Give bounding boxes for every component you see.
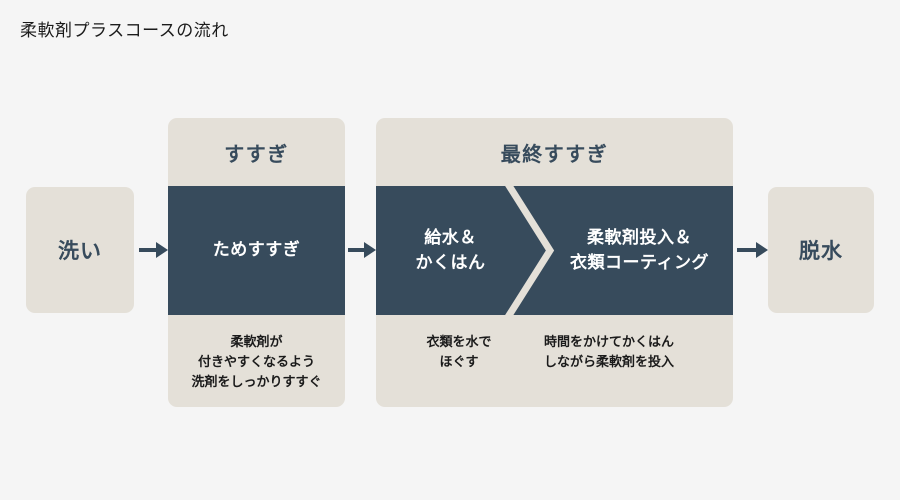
step-label-softener-coating: 柔軟剤投入＆ 衣類コーティング — [570, 227, 709, 272]
step-caption-softener-coating: 時間をかけてかくはん しながら柔軟剤を投入 — [544, 334, 675, 370]
panel-band-final-rinse: 給水＆ かくはん 柔軟剤投入＆ 衣類コーティング — [376, 186, 733, 315]
panel-rinse: すすぎ ためすすぎ 柔軟剤が 付きやすくなるよう 洗剤をしっかりすすぐ — [168, 118, 345, 407]
stage-label-spin-dry: 脱水 — [799, 240, 843, 263]
panel-header-final-rinse: 最終すすぎ — [500, 143, 609, 166]
stage-box-spin-dry: 脱水 — [768, 187, 874, 313]
panel-captions-rinse: 柔軟剤が 付きやすくなるよう 洗剤をしっかりすすぐ — [168, 315, 345, 407]
page-title: 柔軟剤プラスコースの流れ — [20, 21, 229, 40]
arrow-right-icon — [348, 237, 376, 263]
stage-box-wash: 洗い — [26, 187, 134, 313]
arrow-shaft — [737, 248, 757, 252]
arrow-shaft — [139, 248, 157, 252]
arrow-right-icon — [139, 237, 168, 263]
arrow-head — [364, 242, 376, 258]
arrow-right-icon — [737, 237, 768, 263]
stage-label-wash: 洗い — [58, 240, 102, 263]
arrow-head — [156, 242, 168, 258]
arrow-shaft — [348, 248, 365, 252]
panel-captions-final-rinse: 衣類を水で ほぐす 時間をかけてかくはん しながら柔軟剤を投入 — [376, 315, 733, 407]
step-label-water-supply: 給水＆ かくはん — [415, 227, 486, 272]
step-caption-tame-susugi: 柔軟剤が 付きやすくなるよう 洗剤をしっかりすすぐ — [191, 334, 322, 390]
arrow-head — [756, 242, 768, 258]
step-caption-water-supply: 衣類を水で ほぐす — [426, 334, 492, 370]
panel-header-rinse: すすぎ — [224, 143, 289, 166]
panel-final-rinse: 最終すすぎ 給水＆ かくはん 柔軟剤投入＆ 衣類コーティング 衣類を水で ほぐす… — [376, 118, 733, 407]
panel-band-rinse: ためすすぎ — [168, 186, 345, 315]
step-label-tame-susugi: ためすすぎ — [212, 240, 301, 260]
